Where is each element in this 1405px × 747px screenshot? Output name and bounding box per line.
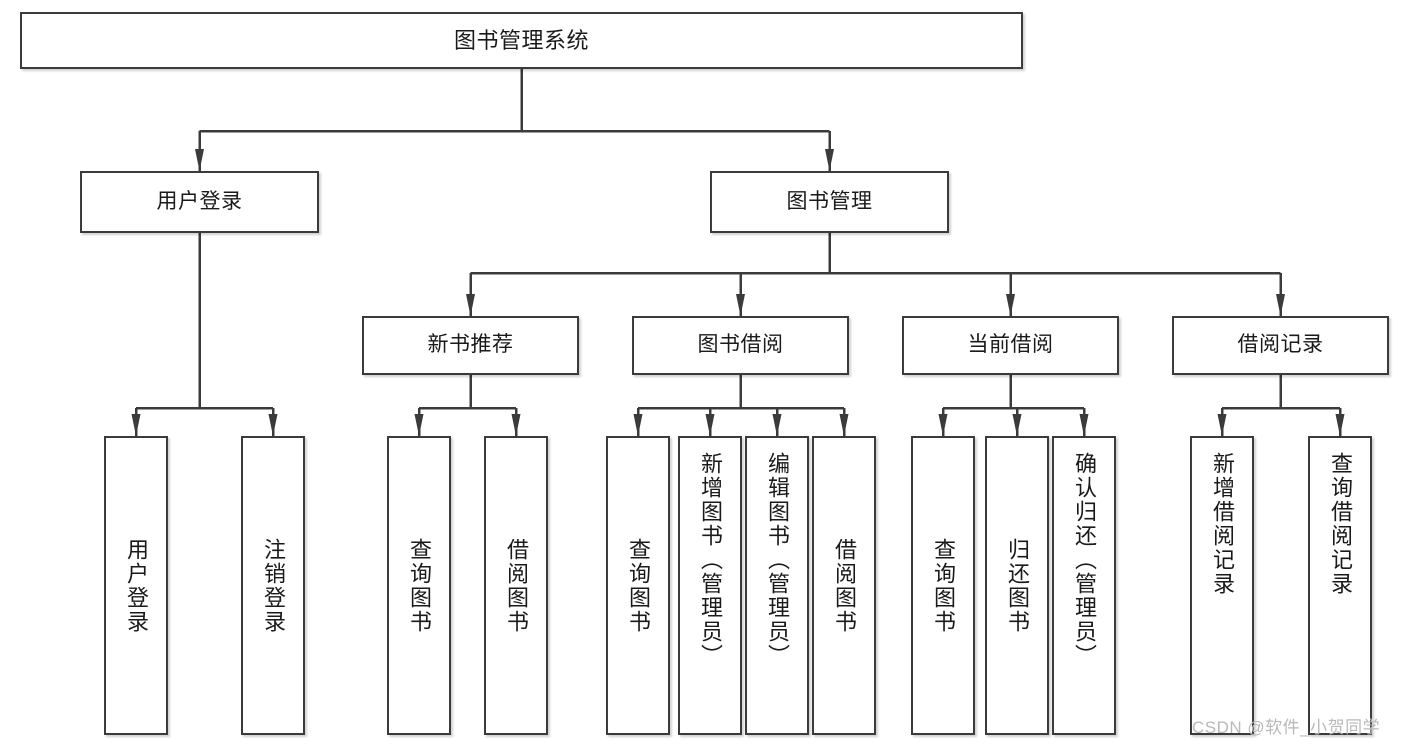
node-label: 新增借阅记录 bbox=[1210, 452, 1235, 596]
arrow-head-icon bbox=[1335, 414, 1345, 436]
node-leaf-edit-book[interactable]: 编辑图书（管理员） bbox=[745, 436, 809, 735]
node-label: 借阅图书 bbox=[832, 537, 857, 634]
node-leaf-add-record[interactable]: 新增借阅记录 bbox=[1190, 436, 1254, 735]
watermark-label: CSDN @软件_小贺同学 bbox=[1192, 718, 1381, 737]
arrow-head-icon bbox=[1006, 294, 1015, 316]
node-leaf-user-login[interactable]: 用户登录 bbox=[104, 436, 168, 735]
node-label: 用户登录 bbox=[156, 189, 243, 213]
arrow-head-icon bbox=[705, 414, 715, 436]
node-label: 查询图书 bbox=[626, 537, 651, 634]
node-leaf-query-record[interactable]: 查询借阅记录 bbox=[1308, 436, 1372, 735]
node-new-book-rec[interactable]: 新书推荐 bbox=[362, 316, 579, 375]
node-label: 查询图书 bbox=[931, 537, 956, 634]
node-label: 图书管理 bbox=[786, 189, 873, 213]
node-leaf-borrow-book-2[interactable]: 借阅图书 bbox=[812, 436, 876, 735]
arrow-head-icon bbox=[1276, 294, 1285, 316]
arrow-head-icon bbox=[511, 414, 521, 436]
arrow-head-icon bbox=[938, 414, 948, 436]
arrow-head-icon bbox=[131, 414, 141, 436]
node-label: 图书管理系统 bbox=[453, 27, 589, 53]
node-book-borrow[interactable]: 图书借阅 bbox=[632, 316, 849, 375]
node-label: 用户登录 bbox=[124, 537, 149, 634]
node-leaf-return-book[interactable]: 归还图书 bbox=[985, 436, 1049, 735]
node-user-login[interactable]: 用户登录 bbox=[80, 171, 319, 233]
node-borrow-record[interactable]: 借阅记录 bbox=[1172, 316, 1389, 375]
node-leaf-user-logout[interactable]: 注销登录 bbox=[241, 436, 305, 735]
arrow-head-icon bbox=[195, 149, 204, 171]
node-label: 归还图书 bbox=[1005, 537, 1030, 634]
node-label: 注销登录 bbox=[261, 537, 286, 634]
node-leaf-query-book-2[interactable]: 查询图书 bbox=[606, 436, 670, 735]
arrow-head-icon bbox=[736, 294, 745, 316]
arrow-head-icon bbox=[1217, 414, 1227, 436]
node-leaf-query-book-3[interactable]: 查询图书 bbox=[911, 436, 975, 735]
node-label: 借阅图书 bbox=[504, 537, 529, 634]
arrow-head-icon bbox=[633, 414, 643, 436]
node-label: 确认归还（管理员） bbox=[1072, 452, 1097, 668]
arrow-head-icon bbox=[772, 414, 782, 436]
node-leaf-confirm-return[interactable]: 确认归还（管理员） bbox=[1052, 436, 1116, 735]
node-label: 查询借阅记录 bbox=[1328, 452, 1353, 596]
node-current-borrow[interactable]: 当前借阅 bbox=[902, 316, 1119, 375]
node-leaf-query-book-1[interactable]: 查询图书 bbox=[387, 436, 451, 735]
node-label: 新书推荐 bbox=[427, 333, 514, 357]
node-label: 编辑图书（管理员） bbox=[765, 452, 790, 668]
node-label: 图书借阅 bbox=[697, 333, 784, 357]
arrow-head-icon bbox=[414, 414, 424, 436]
node-label: 新增图书（管理员） bbox=[698, 452, 723, 668]
node-label: 当前借阅 bbox=[967, 333, 1054, 357]
arrow-head-icon bbox=[268, 414, 278, 436]
arrow-head-icon bbox=[825, 149, 834, 171]
arrow-head-icon bbox=[1079, 414, 1089, 436]
arrow-head-icon bbox=[466, 294, 475, 316]
arrow-head-icon bbox=[1012, 414, 1022, 436]
node-label: 借阅记录 bbox=[1237, 333, 1324, 357]
node-root[interactable]: 图书管理系统 bbox=[20, 12, 1023, 69]
node-leaf-add-book[interactable]: 新增图书（管理员） bbox=[678, 436, 742, 735]
node-leaf-borrow-book-1[interactable]: 借阅图书 bbox=[484, 436, 548, 735]
arrow-head-icon bbox=[839, 414, 849, 436]
node-book-manage[interactable]: 图书管理 bbox=[710, 171, 949, 233]
node-label: 查询图书 bbox=[407, 537, 432, 634]
